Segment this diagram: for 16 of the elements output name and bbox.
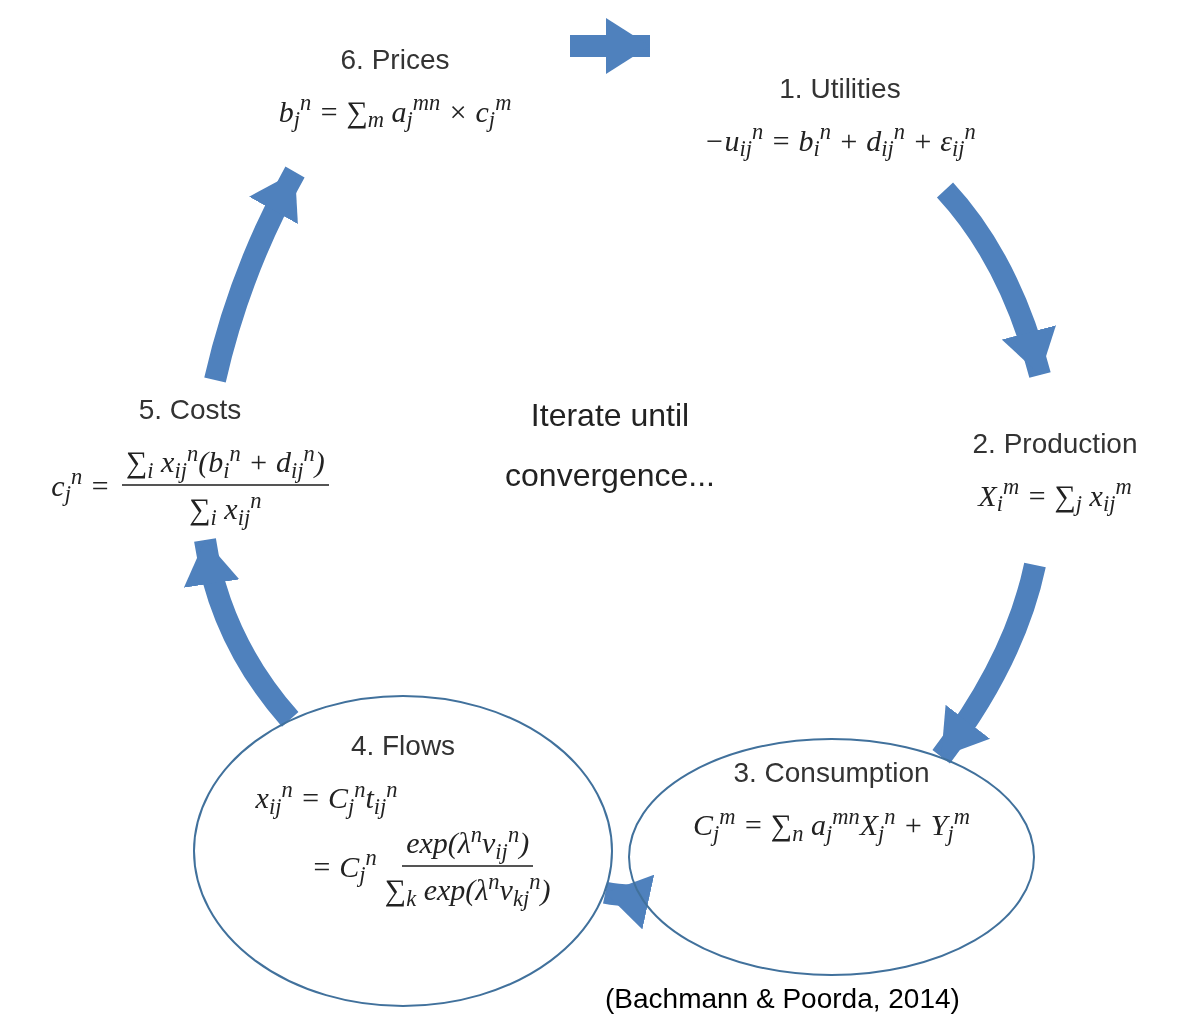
formula: c$_{j}$$^{n}$ = (51, 463, 110, 508)
block-arrow (185, 538, 299, 727)
block-arrow (204, 166, 305, 383)
block-arrow (932, 562, 1046, 764)
block-arrow (603, 874, 654, 929)
step-heading: 5. Costs (138, 393, 242, 427)
step-heading: 2. Production (972, 426, 1138, 461)
step-heading: 3. Consumption (733, 756, 930, 790)
step-heading: 6. Prices (340, 42, 450, 77)
citation: (Bachmann & Poorda, 2014) (605, 982, 960, 1015)
note: Iterate until convergence... (504, 396, 716, 495)
fraction: exp(λ$^{n}$v$_{ij}$$^{n}$) ∑$_{k}$ exp(λ$^{n}$v$_{kj}$$^{n}$) (384, 820, 551, 912)
step-heading: 1. Utilities (779, 71, 901, 106)
block-arrow (570, 18, 650, 74)
step-heading: 4. Flows (350, 729, 456, 763)
block-arrow (936, 182, 1056, 378)
